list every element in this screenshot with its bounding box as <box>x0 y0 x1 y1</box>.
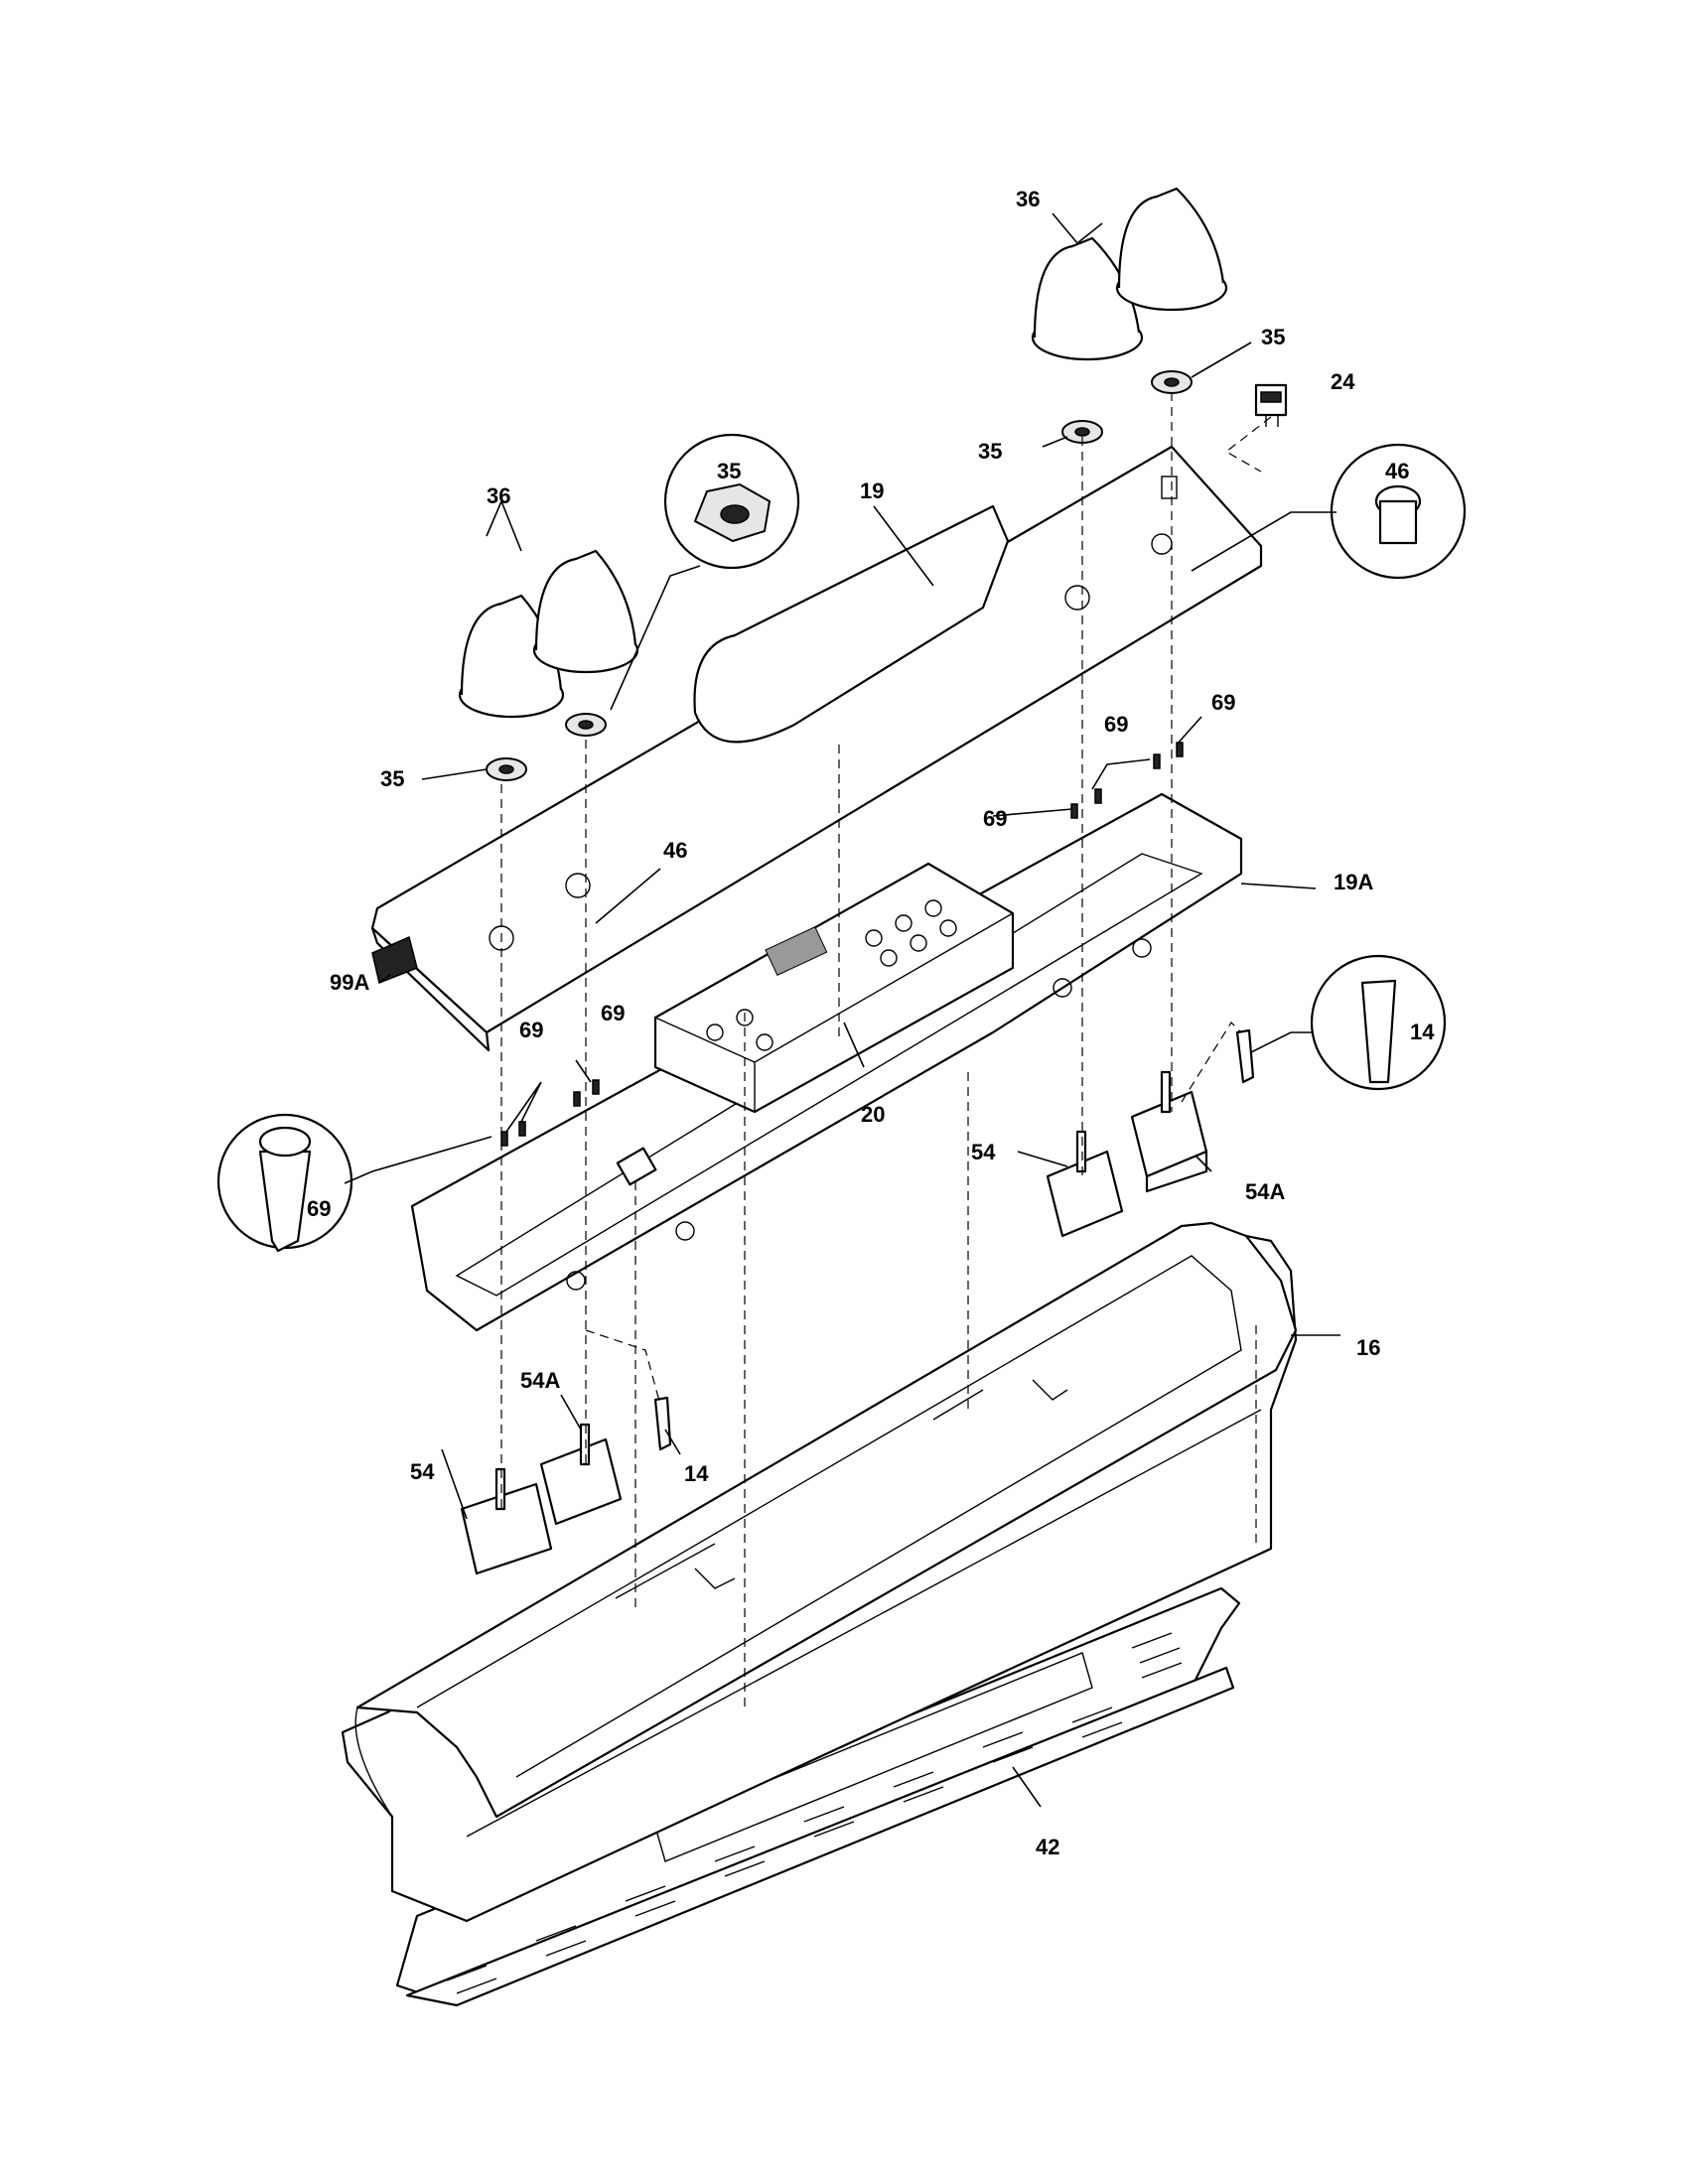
bubble-69 <box>216 1113 353 1253</box>
screws-69 <box>500 742 1184 1147</box>
label-46-bubble: 46 <box>1385 459 1409 483</box>
knob-36-top-left <box>458 594 565 719</box>
label-54-left: 54 <box>410 1459 435 1484</box>
rocker-switch-24 <box>1254 383 1288 427</box>
callout-labels: 36 35 24 35 35 19 46 36 35 69 69 69 19A … <box>307 187 1435 1859</box>
label-54-right: 54 <box>971 1140 996 1164</box>
label-46-panel: 46 <box>663 838 687 863</box>
label-35-left: 35 <box>380 766 404 791</box>
label-69-b: 69 <box>1211 690 1235 715</box>
infinite-switch-54A-right <box>1130 1070 1208 1193</box>
nut-35-left <box>486 757 527 781</box>
label-36-top-left: 36 <box>487 483 510 508</box>
label-69-e: 69 <box>519 1018 543 1042</box>
label-24: 24 <box>1331 369 1355 394</box>
bubble-35 <box>663 433 800 570</box>
alignment-lines <box>500 392 1272 1707</box>
label-35-mid-right: 35 <box>978 439 1002 464</box>
label-16: 16 <box>1356 1335 1380 1360</box>
label-19A: 19A <box>1334 870 1373 894</box>
label-54A-right: 54A <box>1245 1179 1285 1204</box>
label-69-a: 69 <box>1104 712 1128 737</box>
label-35-top-right: 35 <box>1261 325 1285 349</box>
label-42: 42 <box>1036 1835 1059 1859</box>
label-36-top-right: 36 <box>1016 187 1040 211</box>
vent-panel-42 <box>395 1586 1241 2007</box>
indicator-light-14-left <box>653 1396 672 1451</box>
knob-36-top-left-2 <box>532 549 639 674</box>
control-panel-19 <box>370 445 1263 1052</box>
knob-36-top-right <box>1031 236 1144 361</box>
label-19: 19 <box>860 478 884 503</box>
nut-35-left-2 <box>565 713 607 737</box>
label-20: 20 <box>861 1102 885 1127</box>
label-69-bubble: 69 <box>307 1196 331 1221</box>
vent-slots <box>446 1632 1183 1994</box>
label-69-c: 69 <box>983 806 1007 831</box>
bubble-46 <box>1330 443 1467 580</box>
label-69-d: 69 <box>601 1001 625 1025</box>
label-14-left: 14 <box>684 1461 709 1486</box>
leader-lines <box>344 212 1340 1808</box>
infinite-switch-54-left <box>460 1467 553 1575</box>
label-35-bubble: 35 <box>717 459 741 483</box>
console-back-16 <box>341 1221 1298 1923</box>
indicator-light-14-right <box>1235 1028 1255 1084</box>
label-99A: 99A <box>330 970 369 995</box>
label-14-bubble: 14 <box>1410 1020 1435 1044</box>
nut-35-right-2 <box>1151 370 1193 394</box>
label-54A-left: 54A <box>520 1368 560 1393</box>
infinite-switch-54-right <box>1046 1130 1124 1238</box>
knob-36-top-right-2 <box>1115 187 1228 312</box>
infinite-switch-54A-left <box>539 1423 623 1526</box>
bubble-14 <box>1310 954 1447 1091</box>
